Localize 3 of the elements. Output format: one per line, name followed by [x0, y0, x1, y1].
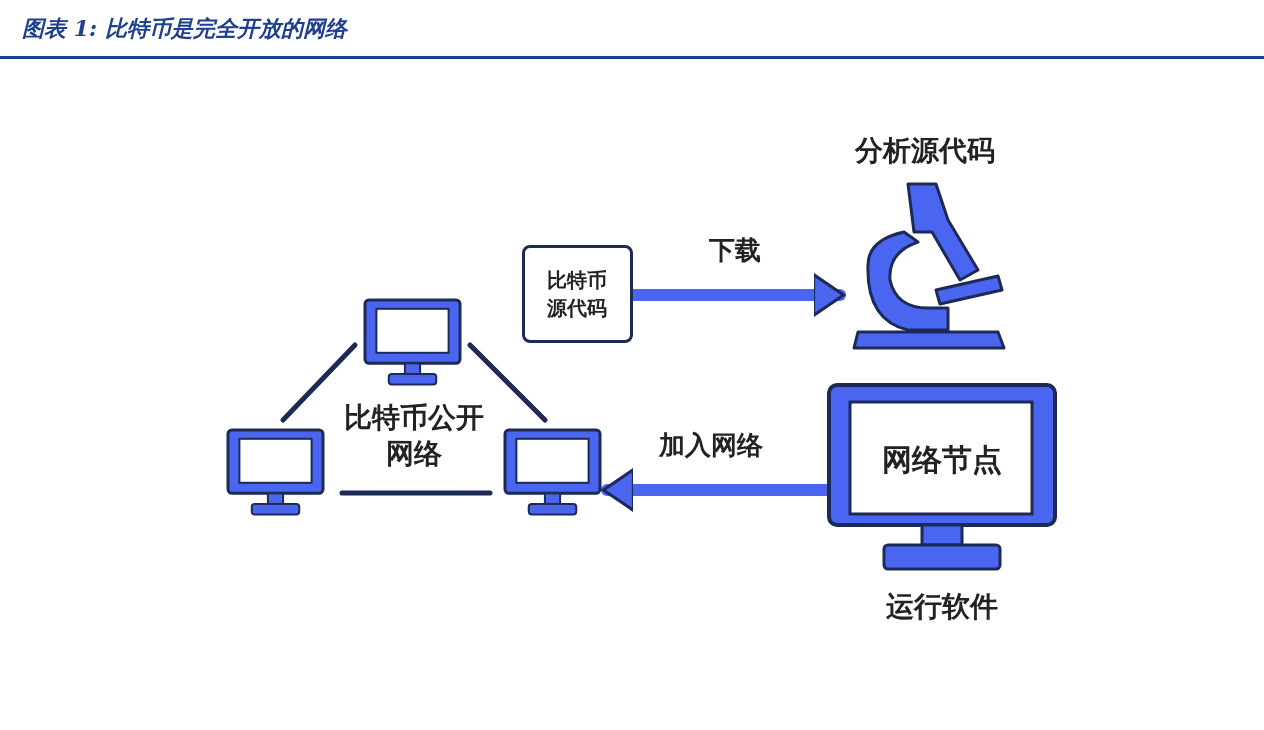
node-caption: 运行软件 — [885, 589, 999, 625]
figure-title: 图表 1: 比特币是完全开放的网络 — [22, 14, 347, 43]
microscope-label: 分析源代码 — [854, 133, 996, 169]
